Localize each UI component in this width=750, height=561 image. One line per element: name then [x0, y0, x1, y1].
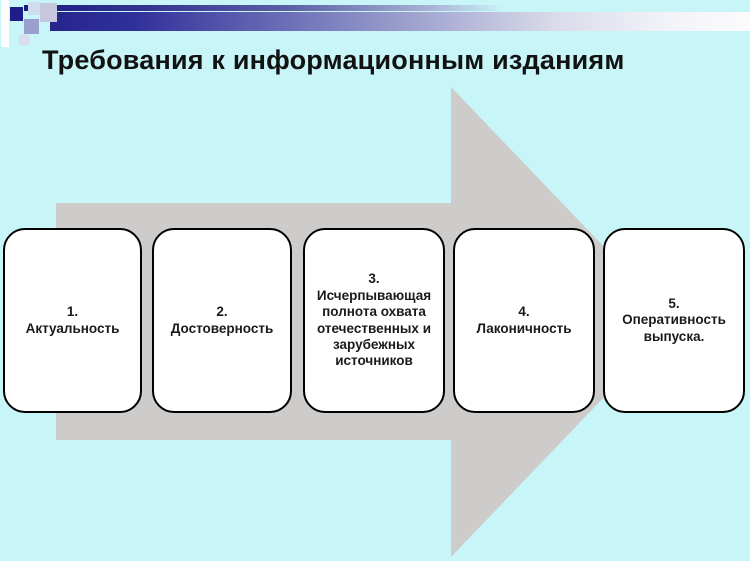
requirement-box-4: 4. Лаконичность [453, 228, 595, 413]
requirement-box-1: 1. Актуальность [3, 228, 142, 413]
requirement-box-3: 3. Исчерпывающая полнота охвата отечеств… [303, 228, 445, 413]
header-square-lightblue [28, 2, 41, 15]
header-square-small [19, 35, 29, 45]
header-gradient-bar [50, 12, 750, 31]
header-thin-bar [24, 5, 504, 11]
requirement-box-2: 2. Достоверность [152, 228, 292, 413]
requirement-box-5: 5. Оперативность выпуска. [603, 228, 745, 413]
slide-title: Требования к информационным изданиям [42, 45, 625, 75]
header-square-gray [40, 3, 57, 22]
header-white-strip [1, 0, 9, 47]
header-square-navy [10, 7, 23, 21]
header-square-lavender [24, 19, 39, 34]
